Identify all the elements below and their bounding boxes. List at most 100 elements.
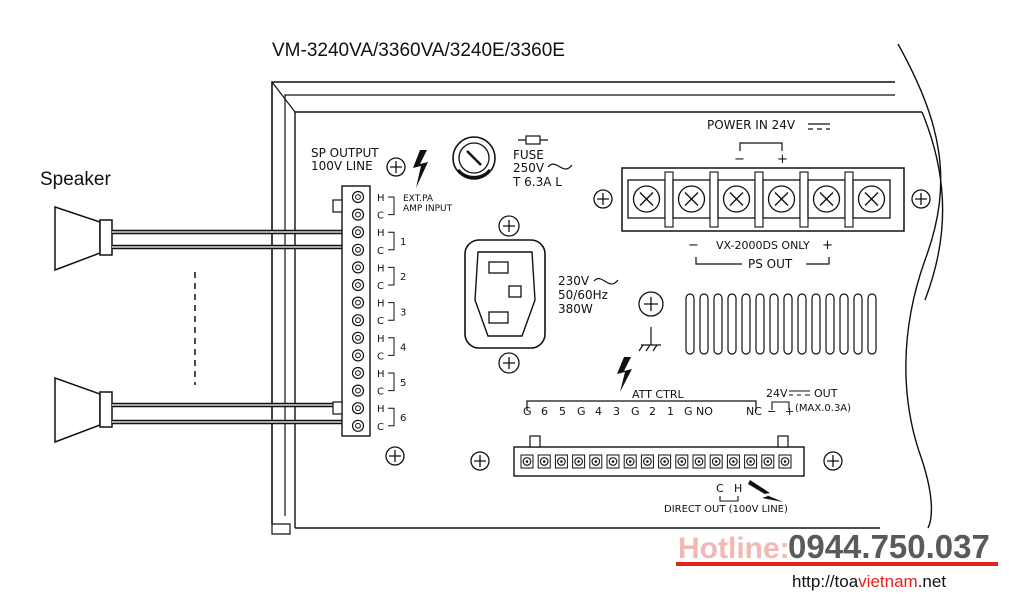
terminal-hot-label: H (377, 263, 385, 274)
power-terminal-block (621, 167, 905, 232)
control-terminal-screw-icon (658, 454, 672, 469)
amp-input-label: AMP INPUT (403, 204, 453, 214)
power-terminal-screw-icon (717, 179, 756, 219)
att-ctrl-pin-label: G (631, 405, 640, 418)
direct-out-label: DIRECT OUT (100V LINE) (664, 504, 788, 515)
att-ctrl-pin-label: 1 (667, 405, 674, 418)
fuse-holder (452, 136, 496, 180)
ground-screw-icon (638, 291, 664, 317)
att-ctrl-title: ATT CTRL (632, 388, 684, 401)
control-terminal-screw-icon (537, 454, 551, 469)
high-voltage-warning-icon (413, 150, 428, 188)
att-ctrl-pin-label: NO (696, 405, 713, 418)
terminal-cold-label: C (377, 246, 384, 257)
att-ctrl-pin-label: 5 (559, 405, 566, 418)
terminal-screw-icon (351, 366, 365, 380)
control-terminal-screw-icon (778, 454, 792, 469)
terminal-cold-label: C (377, 422, 384, 433)
speaker-top (54, 205, 113, 272)
direct-out-c: C (716, 482, 724, 495)
control-terminal-screw-icon (709, 454, 723, 469)
terminal-cold-label: C (377, 351, 384, 362)
control-terminal-screw-icon (572, 454, 586, 469)
sp-output-title: SP OUTPUT (311, 146, 379, 160)
zone-number-label: 6 (400, 413, 406, 424)
high-voltage-warning-icon (748, 480, 783, 502)
att-ctrl-bracket (526, 400, 757, 411)
ext-pa-label: EXT.PA (403, 194, 434, 204)
terminal-hot-label: H (377, 299, 385, 310)
terminal-screw-icon (351, 208, 365, 221)
screw-hole-icon (911, 189, 931, 209)
dc-symbol-icon (789, 390, 810, 396)
att-ctrl-pin-label: G (523, 405, 532, 418)
ac-inlet-socket (464, 239, 546, 349)
screw-hole-icon (470, 451, 490, 471)
power-in-minus: − (734, 152, 745, 167)
zone-number-label: 3 (400, 307, 406, 318)
fuse-voltage: 250V (513, 161, 545, 175)
zone-number-label: 4 (400, 343, 406, 354)
terminal-screw-icon (351, 243, 365, 256)
terminal-screw-icon (351, 296, 365, 309)
terminal-pair-bracket (388, 372, 395, 392)
power-terminal-screw-icon (762, 179, 801, 219)
terminal-pair-bracket (388, 302, 395, 321)
chassis-outline (271, 43, 944, 535)
terminal-hot-label: H (377, 334, 385, 345)
terminal-cold-label: C (377, 281, 384, 292)
ac-inlet-power: 380W (558, 302, 593, 316)
speaker-cables (112, 229, 358, 425)
direct-out-h: H (734, 482, 742, 495)
fuse-icon (518, 135, 548, 145)
hotline-number: 0944.750.037 (788, 528, 990, 565)
control-terminal-screw-icon (761, 454, 775, 469)
ac-wave-icon (593, 278, 619, 285)
terminal-pair-bracket (388, 337, 395, 356)
ps-out-label: PS OUT (748, 257, 793, 271)
ac-inlet-voltage: 230V (558, 274, 590, 288)
terminal-hot-label: H (377, 369, 385, 380)
vent-slot (797, 293, 807, 355)
terminal-screw-icon (351, 314, 365, 327)
vent-slot (741, 293, 751, 355)
control-terminal-block (513, 435, 805, 477)
terminal-hot-label: H (377, 193, 385, 204)
screw-hole-icon (593, 189, 613, 209)
terminal-hot-label: H (377, 404, 385, 415)
ps-out-bracket (695, 257, 830, 265)
ground-icon (638, 327, 661, 352)
vx-minus: − (688, 238, 699, 253)
screw-hole-icon (823, 451, 843, 471)
terminal-pair-bracket (388, 407, 395, 427)
terminal-hot-label: H (377, 228, 385, 239)
terminal-screw-icon (351, 349, 365, 362)
fuse-label: FUSE (513, 148, 544, 162)
terminal-pair-bracket (388, 266, 395, 286)
vent-slot (867, 293, 877, 355)
out24-title: 24V (766, 387, 788, 400)
vent-slot (699, 293, 709, 355)
terminal-screw-icon (351, 226, 365, 239)
terminal-screw-icon (351, 384, 365, 397)
control-terminal-screw-icon (744, 454, 758, 469)
high-voltage-warning-icon (617, 357, 632, 392)
website-url[interactable]: http://toavietnam.net (792, 572, 946, 591)
vent-slot (727, 293, 737, 355)
hotline-underline (676, 562, 998, 566)
terminal-cold-label: C (377, 211, 384, 222)
zone-number-label: 5 (400, 378, 406, 389)
power-terminal-screw-icon (627, 179, 666, 219)
ac-inlet-frequency: 50/60Hz (558, 288, 608, 302)
att-ctrl-pin-label: 6 (541, 405, 548, 418)
fuse-rating: T 6.3A L (512, 175, 562, 189)
terminal-screw-icon (351, 278, 365, 292)
terminal-pair-bracket (388, 231, 395, 251)
screw-hole-icon (385, 446, 405, 466)
att-ctrl-pin-label: 2 (649, 405, 656, 418)
terminal-screw-icon (351, 331, 365, 344)
out24-suffix: OUT (814, 387, 838, 400)
control-terminal-screw-icon (589, 454, 603, 469)
att-ctrl-pin-label: + (785, 405, 794, 418)
